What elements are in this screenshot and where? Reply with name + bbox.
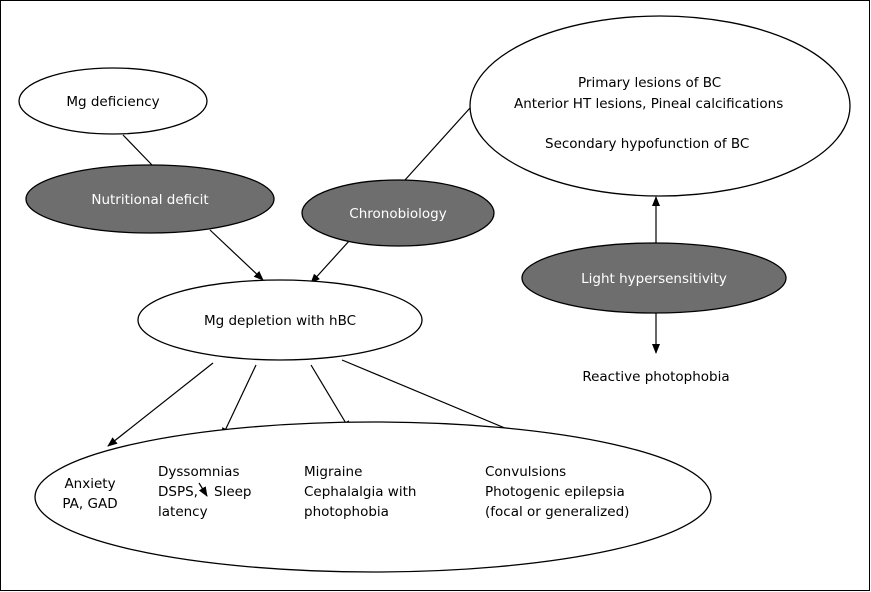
connector-chrono-to-bc (404, 107, 471, 181)
connector-mg-deficiency-nutritional (122, 134, 153, 166)
outcome-migraine-line3: photophobia (304, 504, 389, 520)
node-mg-deficiency: Mg deficiency (18, 67, 208, 135)
outcome-dyssomnias-latency: latency (158, 504, 208, 520)
outcome-migraine-line1: Migraine (304, 464, 362, 480)
outcome-convulsions-line1: Convulsions (485, 464, 566, 480)
node-mg-depletion-label: Mg depletion with hBC (204, 313, 356, 329)
arrow-chrono-to-depletion (310, 239, 351, 284)
outcome-dyssomnias-line1: Dyssomnias (158, 464, 239, 480)
node-chronobiology: Chronobiology (301, 179, 495, 247)
bc-secondary-label: Secondary hypofunction of BC (545, 136, 749, 152)
outcome-convulsions-line2: Photogenic epilepsia (485, 484, 625, 500)
arrow-to-migraine (310, 364, 351, 431)
outcome-dyssomnias-dsps: DSPS, (158, 484, 198, 500)
outcome-anxiety: Anxiety PA, GAD (62, 476, 117, 512)
outcome-dyssomnias: Dyssomnias DSPS, Sleep latency (158, 464, 252, 520)
arrow-to-dyssomnias (221, 364, 257, 438)
node-mg-depletion: Mg depletion with hBC (137, 279, 423, 361)
outcome-dyssomnias-sleep: Sleep (214, 484, 252, 500)
node-nutritional-deficit: Nutritional deficit (25, 164, 275, 234)
outcome-convulsions-line3: (focal or generalized) (485, 504, 629, 520)
node-mg-deficiency-label: Mg deficiency (66, 94, 159, 110)
arrow-nutritional-to-depletion (209, 229, 264, 281)
arrow-to-anxiety (107, 362, 214, 447)
reactive-photophobia-label: Reactive photophobia (582, 369, 729, 385)
node-light-hypersensitivity-label: Light hypersensitivity (581, 271, 727, 287)
bc-primary-label: Primary lesions of BC (578, 75, 721, 91)
node-nutritional-deficit-label: Nutritional deficit (91, 192, 208, 208)
decrease-arrow-icon (198, 482, 208, 497)
outcome-anxiety-line2: PA, GAD (62, 496, 117, 512)
node-light-hypersensitivity: Light hypersensitivity (521, 242, 787, 314)
outcome-migraine-line2: Cephalalgia with (304, 484, 416, 500)
bc-anterior-label: Anterior HT lesions, Pineal calcificatio… (514, 96, 783, 112)
outcome-anxiety-line1: Anxiety (64, 476, 115, 492)
arrow-to-convulsions (341, 359, 525, 437)
node-chronobiology-label: Chronobiology (349, 206, 446, 222)
node-outcomes-ellipse: Anxiety PA, GAD Dyssomnias DSPS, Sleep l… (34, 421, 712, 573)
node-bc-ellipse: Primary lesions of BC Anterior HT lesion… (469, 15, 851, 197)
outcome-migraine: Migraine Cephalalgia with photophobia (304, 464, 416, 520)
outcome-convulsions: Convulsions Photogenic epilepsia (focal … (485, 464, 629, 520)
